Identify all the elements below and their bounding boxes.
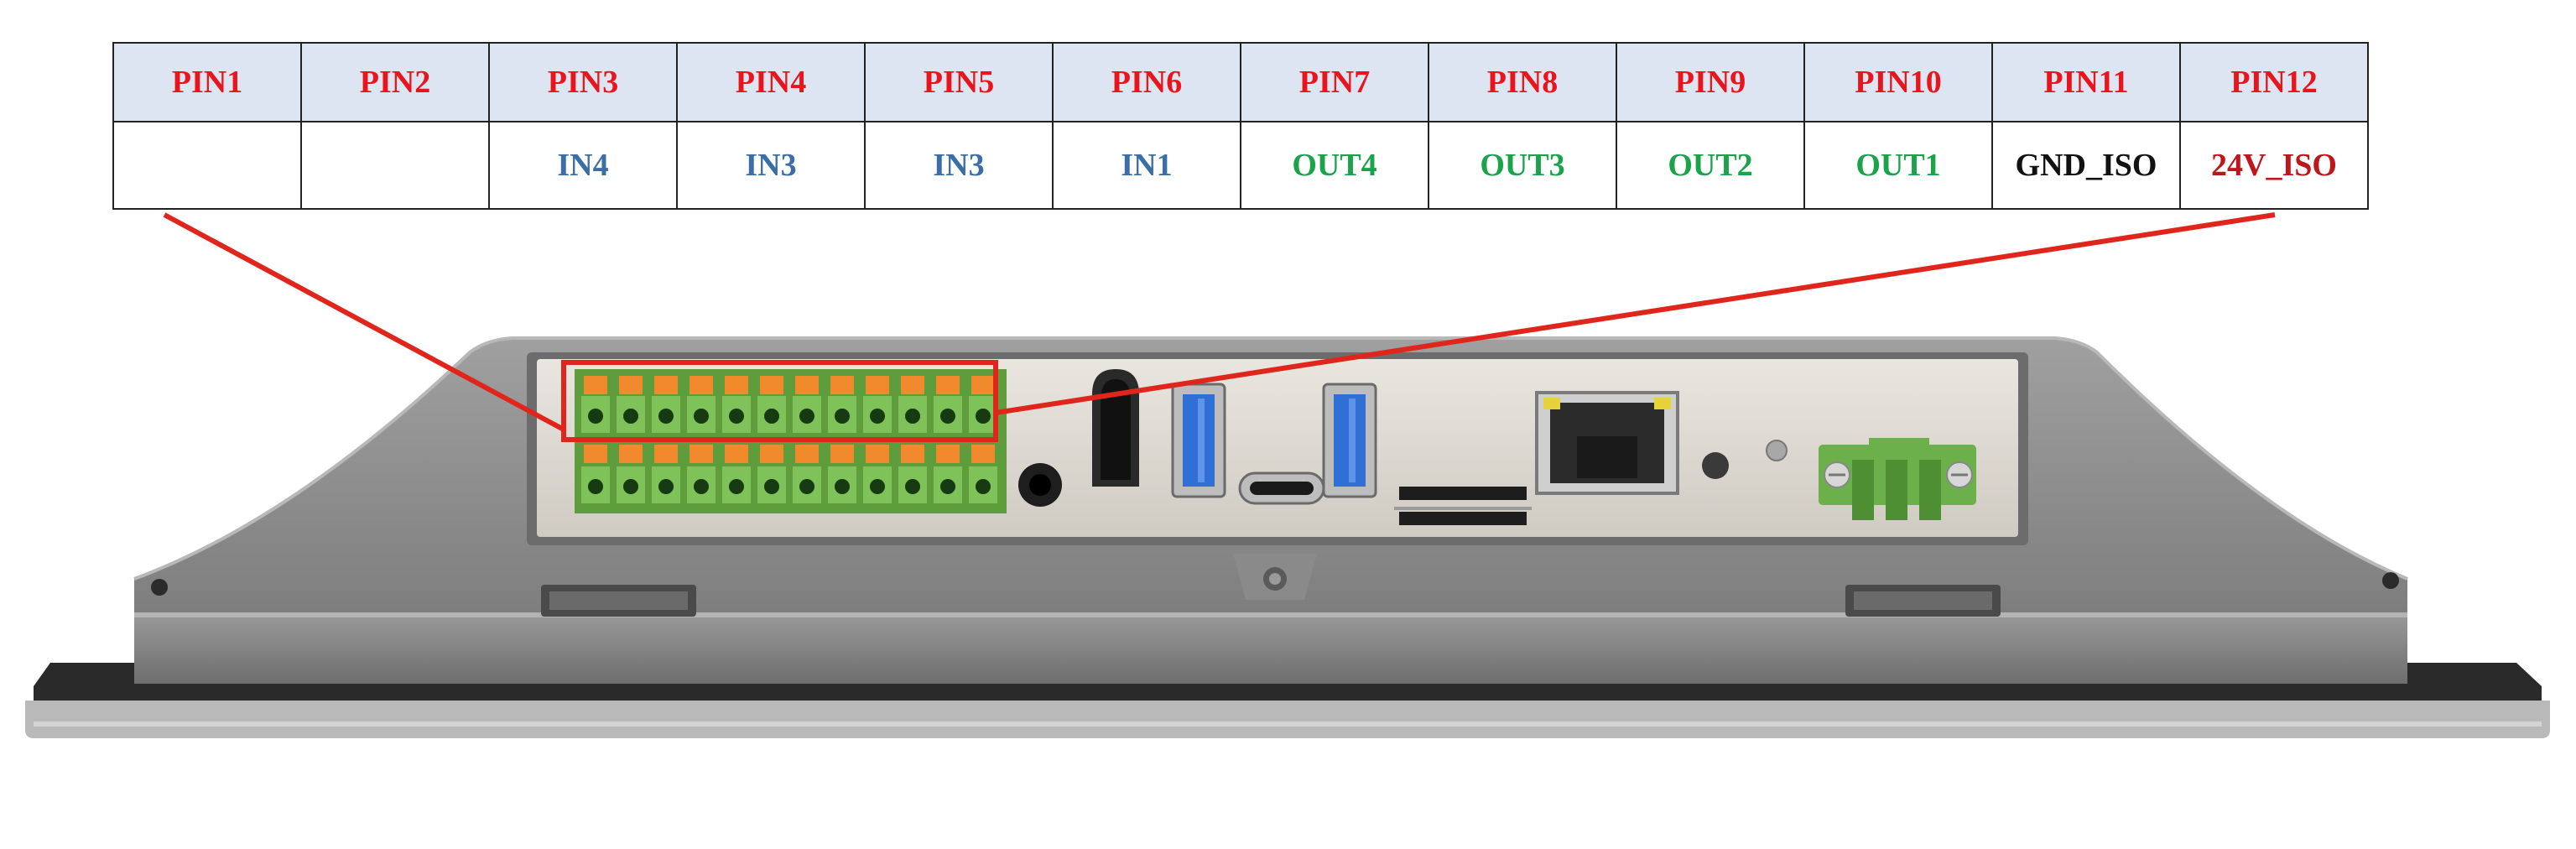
terminal-lever	[654, 445, 678, 463]
callout-line-pin12	[995, 212, 2276, 415]
terminal-hole	[623, 479, 638, 494]
sd-card-slot-icon	[1394, 487, 1532, 525]
terminal-hole	[658, 409, 674, 424]
terminal-lever	[584, 376, 607, 394]
mounting-slot	[541, 585, 696, 617]
terminal-hole	[588, 479, 603, 494]
terminal-lever	[866, 376, 889, 394]
terminal-lever	[690, 376, 713, 394]
terminal-hole	[764, 479, 779, 494]
terminal-hole	[976, 479, 991, 494]
status-led-icon	[1766, 440, 1788, 461]
terminal-hole	[940, 479, 955, 494]
terminal-hole	[694, 409, 709, 424]
usb-c-port-icon	[1238, 471, 1325, 505]
pin-label: PIN9	[1616, 42, 1805, 122]
pin-label: PIN1	[112, 42, 302, 122]
pin-signal	[300, 121, 490, 210]
terminal-hole	[940, 409, 955, 424]
terminal-hole	[694, 479, 709, 494]
terminal-hole	[799, 479, 814, 494]
screw-icon	[151, 579, 168, 596]
callout-line-pin1	[163, 212, 565, 432]
pin-label: PIN11	[1991, 42, 2181, 122]
terminal-lever	[936, 445, 960, 463]
pin-signal-row: IN4 IN3 IN3 IN1 OUT4 OUT3 OUT2 OUT1 GND_…	[112, 121, 2369, 210]
terminal-hole	[799, 409, 814, 424]
center-mount-screw	[1233, 554, 1317, 600]
reset-button-icon	[1702, 452, 1729, 479]
terminal-lever	[654, 376, 678, 394]
screw-icon	[2382, 572, 2399, 589]
terminal-hole	[835, 409, 850, 424]
terminal-hole	[870, 479, 885, 494]
ethernet-port-icon	[1535, 391, 1679, 495]
hdmi-port-icon	[1092, 369, 1139, 487]
pin-label: PIN10	[1803, 42, 1993, 122]
terminal-lever	[619, 445, 643, 463]
pin-label: PIN12	[2179, 42, 2369, 122]
pin-label: PIN4	[676, 42, 866, 122]
terminal-hole	[905, 409, 920, 424]
housing-base	[134, 612, 2407, 684]
pin-label: PIN6	[1052, 42, 1241, 122]
terminal-lever	[619, 376, 643, 394]
terminal-lever	[830, 445, 854, 463]
callout-box	[561, 360, 998, 442]
terminal-lever	[901, 445, 924, 463]
terminal-hole	[835, 479, 850, 494]
pin-signal: IN4	[488, 121, 678, 210]
pin-label: PIN8	[1428, 42, 1617, 122]
pin-label: PIN3	[488, 42, 678, 122]
mounting-slot	[1845, 585, 2001, 617]
pin-label: PIN7	[1240, 42, 1429, 122]
power-connector-icon	[1819, 438, 1976, 520]
usb-a-port-icon	[1171, 383, 1226, 498]
terminal-lever	[830, 376, 854, 394]
terminal-hole	[623, 409, 638, 424]
terminal-hole	[905, 479, 920, 494]
pin-signal: OUT4	[1240, 121, 1429, 210]
terminal-lever	[901, 376, 924, 394]
pin-signal	[112, 121, 302, 210]
pin-signal: IN3	[676, 121, 866, 210]
terminal-lever	[760, 445, 783, 463]
terminal-hole	[729, 479, 744, 494]
pin-signal: GND_ISO	[1991, 121, 2181, 210]
terminal-lever	[584, 445, 607, 463]
terminal-lever	[936, 376, 960, 394]
terminal-hole	[764, 409, 779, 424]
terminal-hole	[658, 479, 674, 494]
terminal-lever	[795, 376, 819, 394]
pin-signal: OUT1	[1803, 121, 1993, 210]
terminal-lever	[690, 445, 713, 463]
pin-signal: OUT3	[1428, 121, 1617, 210]
terminal-lever	[866, 445, 889, 463]
audio-jack-icon	[1018, 463, 1062, 507]
usb-a-port-icon	[1322, 383, 1377, 498]
terminal-lever	[725, 376, 748, 394]
terminal-lever	[795, 445, 819, 463]
terminal-hole	[588, 409, 603, 424]
terminal-lever	[971, 376, 995, 394]
pin-label: PIN5	[864, 42, 1054, 122]
pin-signal: IN1	[1052, 121, 1241, 210]
pin-table: PIN1 PIN2 PIN3 PIN4 PIN5 PIN6 PIN7 PIN8 …	[112, 42, 2369, 210]
pin-signal: OUT2	[1616, 121, 1805, 210]
pin-signal: 24V_ISO	[2179, 121, 2369, 210]
terminal-lever	[971, 445, 995, 463]
pin-header-row: PIN1 PIN2 PIN3 PIN4 PIN5 PIN6 PIN7 PIN8 …	[112, 42, 2369, 122]
pin-signal: IN3	[864, 121, 1054, 210]
pin-label: PIN2	[300, 42, 490, 122]
terminal-hole	[729, 409, 744, 424]
terminal-hole	[870, 409, 885, 424]
terminal-lever	[725, 445, 748, 463]
terminal-lever	[760, 376, 783, 394]
terminal-hole	[976, 409, 991, 424]
